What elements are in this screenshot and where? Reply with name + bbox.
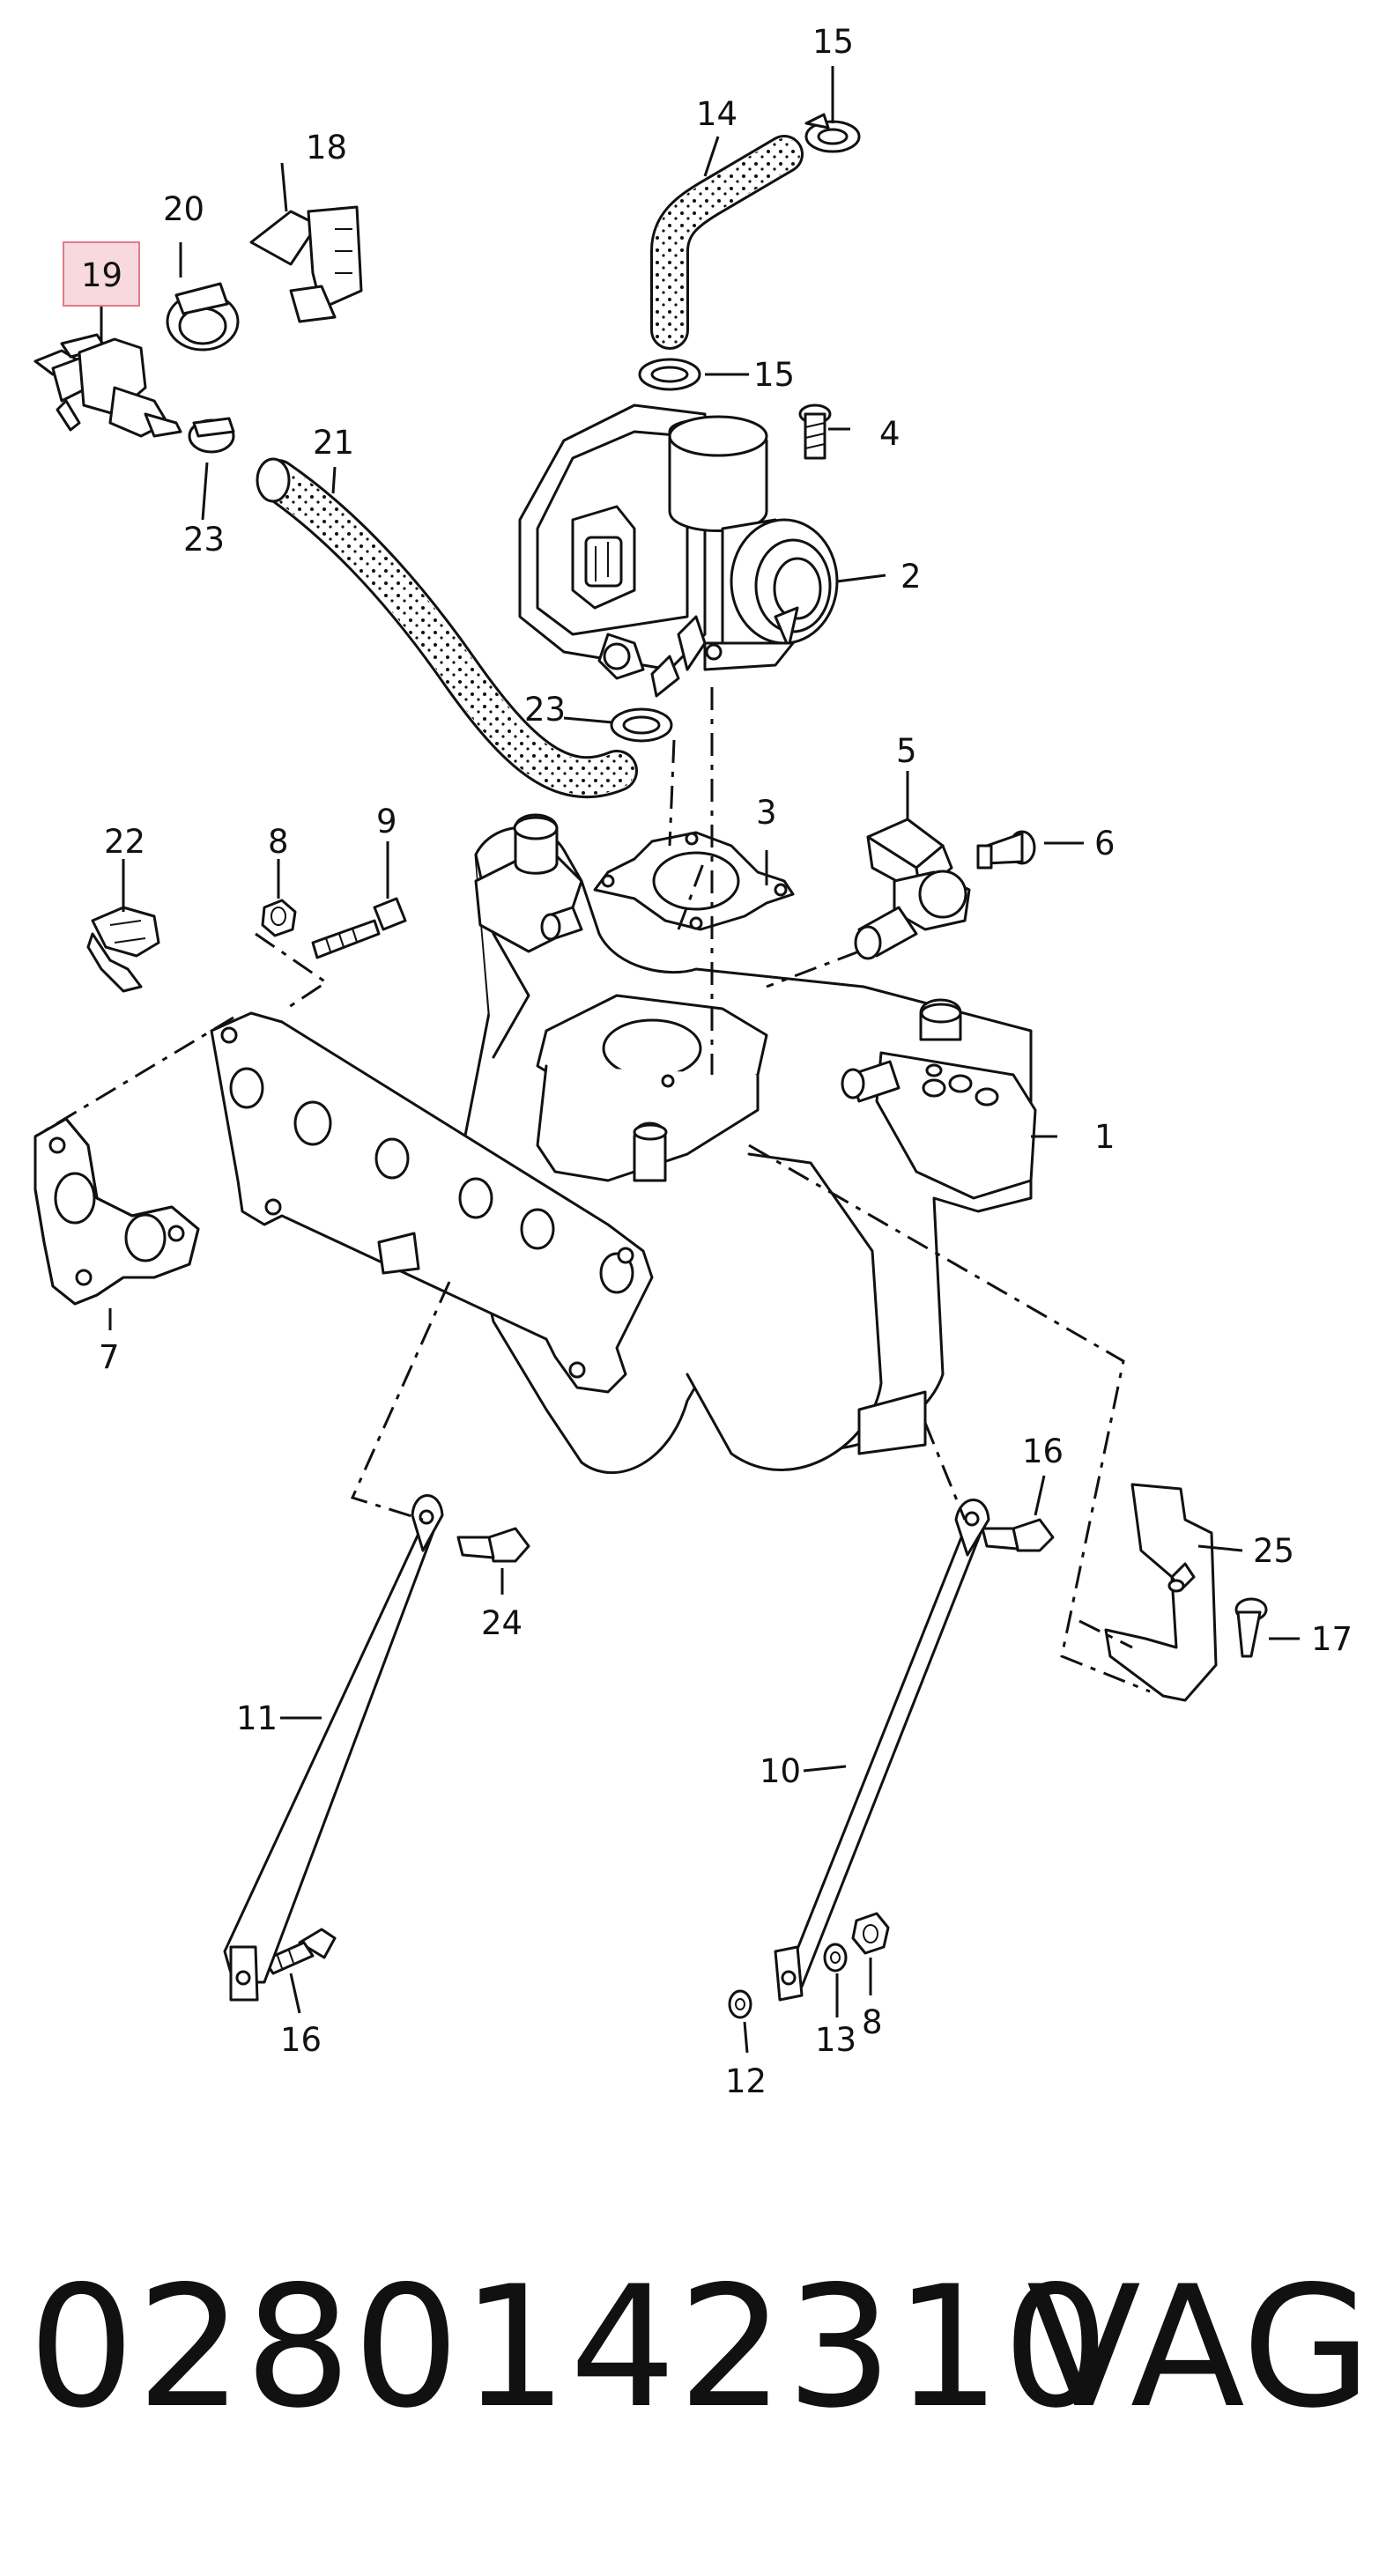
callout-18: 18 bbox=[306, 129, 347, 167]
callout-7: 7 bbox=[99, 1338, 120, 1376]
callout-22: 22 bbox=[104, 823, 145, 861]
part-20-clamp[interactable] bbox=[166, 282, 240, 352]
part-23-clamp-left[interactable] bbox=[188, 417, 235, 454]
part-21-hose[interactable] bbox=[256, 457, 638, 799]
part-number: 0280142310 bbox=[28, 2250, 1111, 2445]
part-10-strut[interactable] bbox=[774, 1499, 990, 2002]
callout-13: 13 bbox=[815, 2021, 856, 2059]
part-3-gasket[interactable] bbox=[593, 831, 795, 931]
callout-15-mid: 15 bbox=[753, 356, 795, 394]
part-9-stud[interactable] bbox=[311, 897, 407, 959]
callout-19-highlight bbox=[63, 241, 140, 307]
callout-3: 3 bbox=[756, 794, 777, 832]
assembly-lines bbox=[34, 687, 1151, 1693]
callout-11: 11 bbox=[236, 1699, 278, 1737]
callout-2: 2 bbox=[901, 558, 922, 596]
callout-10: 10 bbox=[760, 1752, 801, 1790]
leader-lines bbox=[100, 66, 1300, 2054]
part-11-strut[interactable] bbox=[223, 1494, 444, 2002]
part-5-sensor[interactable] bbox=[854, 818, 971, 960]
part-13-washer[interactable] bbox=[823, 1943, 848, 1973]
callout-12: 12 bbox=[725, 2062, 767, 2100]
callout-17: 17 bbox=[1311, 1620, 1353, 1658]
callout-8-upper: 8 bbox=[268, 823, 289, 861]
part-25-bracket[interactable] bbox=[1104, 1483, 1218, 1702]
callout-5: 5 bbox=[896, 732, 917, 770]
callout-8-lower: 8 bbox=[862, 2003, 883, 2041]
callout-23-right: 23 bbox=[524, 691, 566, 729]
part-4-screw[interactable] bbox=[798, 403, 832, 460]
part-19-valve[interactable] bbox=[33, 333, 182, 438]
part-23-clamp-right[interactable] bbox=[610, 707, 673, 743]
part-8-nut-upper[interactable] bbox=[261, 899, 297, 937]
part-16-bolt-right[interactable] bbox=[981, 1518, 1055, 1552]
part-18-bracket[interactable] bbox=[249, 205, 363, 323]
part-17-screw[interactable] bbox=[1234, 1597, 1268, 1658]
callout-16-right: 16 bbox=[1022, 1432, 1064, 1470]
part-1-intake-manifold[interactable] bbox=[210, 813, 1037, 1474]
callout-16-left: 16 bbox=[280, 2021, 322, 2059]
callout-labels: 15 14 18 20 19 15 4 21 23 2 23 5 3 9 22 … bbox=[81, 23, 1353, 2100]
callout-6: 6 bbox=[1094, 825, 1115, 862]
brand-name: VAG bbox=[1027, 2250, 1372, 2445]
part-15-clamp-mid[interactable] bbox=[638, 358, 701, 391]
part-22-clip[interactable] bbox=[86, 906, 160, 993]
callout-19: 19 bbox=[81, 256, 122, 294]
part-24-bolt[interactable] bbox=[456, 1527, 530, 1563]
callout-4: 4 bbox=[879, 415, 901, 453]
callout-15-top: 15 bbox=[812, 23, 854, 61]
callout-9: 9 bbox=[376, 803, 397, 840]
callout-24: 24 bbox=[481, 1604, 523, 1642]
part-2-throttle-body[interactable] bbox=[518, 403, 839, 698]
callout-23-left: 23 bbox=[183, 521, 225, 559]
callout-20: 20 bbox=[163, 190, 204, 228]
part-7-gasket[interactable] bbox=[33, 1117, 200, 1306]
part-6-bolt[interactable] bbox=[976, 830, 1036, 870]
callout-21: 21 bbox=[313, 424, 354, 462]
callout-1: 1 bbox=[1094, 1118, 1115, 1156]
part-8-nut-lower[interactable] bbox=[851, 1912, 890, 1955]
part-12-washer[interactable] bbox=[728, 1989, 752, 2019]
callout-14: 14 bbox=[696, 95, 737, 133]
part-14-hose[interactable] bbox=[650, 135, 804, 350]
callout-25: 25 bbox=[1253, 1532, 1294, 1570]
